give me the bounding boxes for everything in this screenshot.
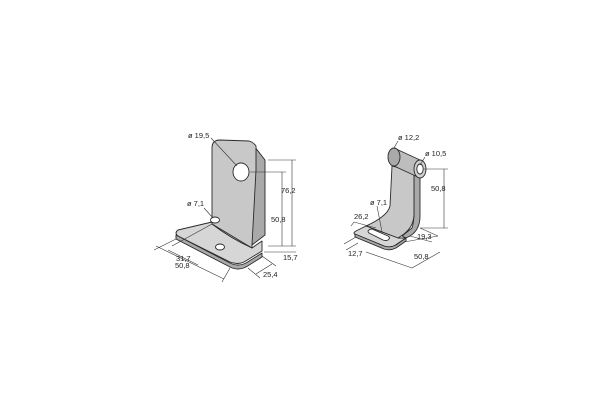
tube-base-edge [354,233,407,251]
leader-tube-outer [393,140,399,149]
tube-plate-face [365,165,415,239]
dim-hole-spacing [167,223,213,266]
leader-tube-inner [419,156,426,166]
large-hole [232,162,250,182]
dim-tube-height [420,168,448,229]
label-hole-height: 50,8 [271,215,286,224]
bend-line [211,223,253,249]
left-dimensions: ø 19,5 ø 7,1 76,2 50,8 15,7 25,4 31,7 50… [153,131,298,283]
dim-width [247,255,277,279]
label-tube-inner-diameter: ø 10,5 [425,149,446,158]
dim-base-length [153,238,231,283]
label-slot-length: 26,2 [354,212,369,221]
label-hole-spacing: 31,7 [176,254,191,263]
label-base-width: 12,7 [348,249,363,258]
label-base-length: 50,8 [175,261,190,270]
small-hole-upper [210,216,220,224]
base-plate-face [175,221,263,264]
label-hole-large-diameter: ø 19,5 [188,131,209,140]
label-slot-width: ø 7,1 [370,198,387,207]
l-bracket-left [175,139,266,270]
dim-base-width [343,236,359,251]
leader-slot-width [376,205,383,233]
label-tube-base-length: 50,8 [414,252,429,261]
slot [367,228,390,241]
label-tube-width: 19,3 [417,232,432,241]
tube-bore [416,163,424,175]
small-hole-lower [215,243,225,251]
label-hole-small-diameter: ø 7,1 [187,199,204,208]
dim-slot-length [350,221,377,229]
leader-large-hole [210,137,238,167]
label-tube-outer-diameter: ø 12,2 [398,133,419,142]
label-width: 25,4 [263,270,278,279]
label-tube-height: 50,8 [431,184,446,193]
right-dimensions: ø 12,2 ø 10,5 50,8 ø 7,1 26,2 19,3 12,7 … [343,133,448,269]
label-height: 76,2 [281,186,296,195]
tube-bracket-right [353,147,427,251]
base-plate-edge [175,234,263,270]
dim-hole-height [250,171,286,246]
leader-small-hole [203,207,214,219]
label-depth: 15,7 [283,253,298,262]
dim-tube-base-length [365,235,441,269]
tube-back-end [387,147,401,167]
